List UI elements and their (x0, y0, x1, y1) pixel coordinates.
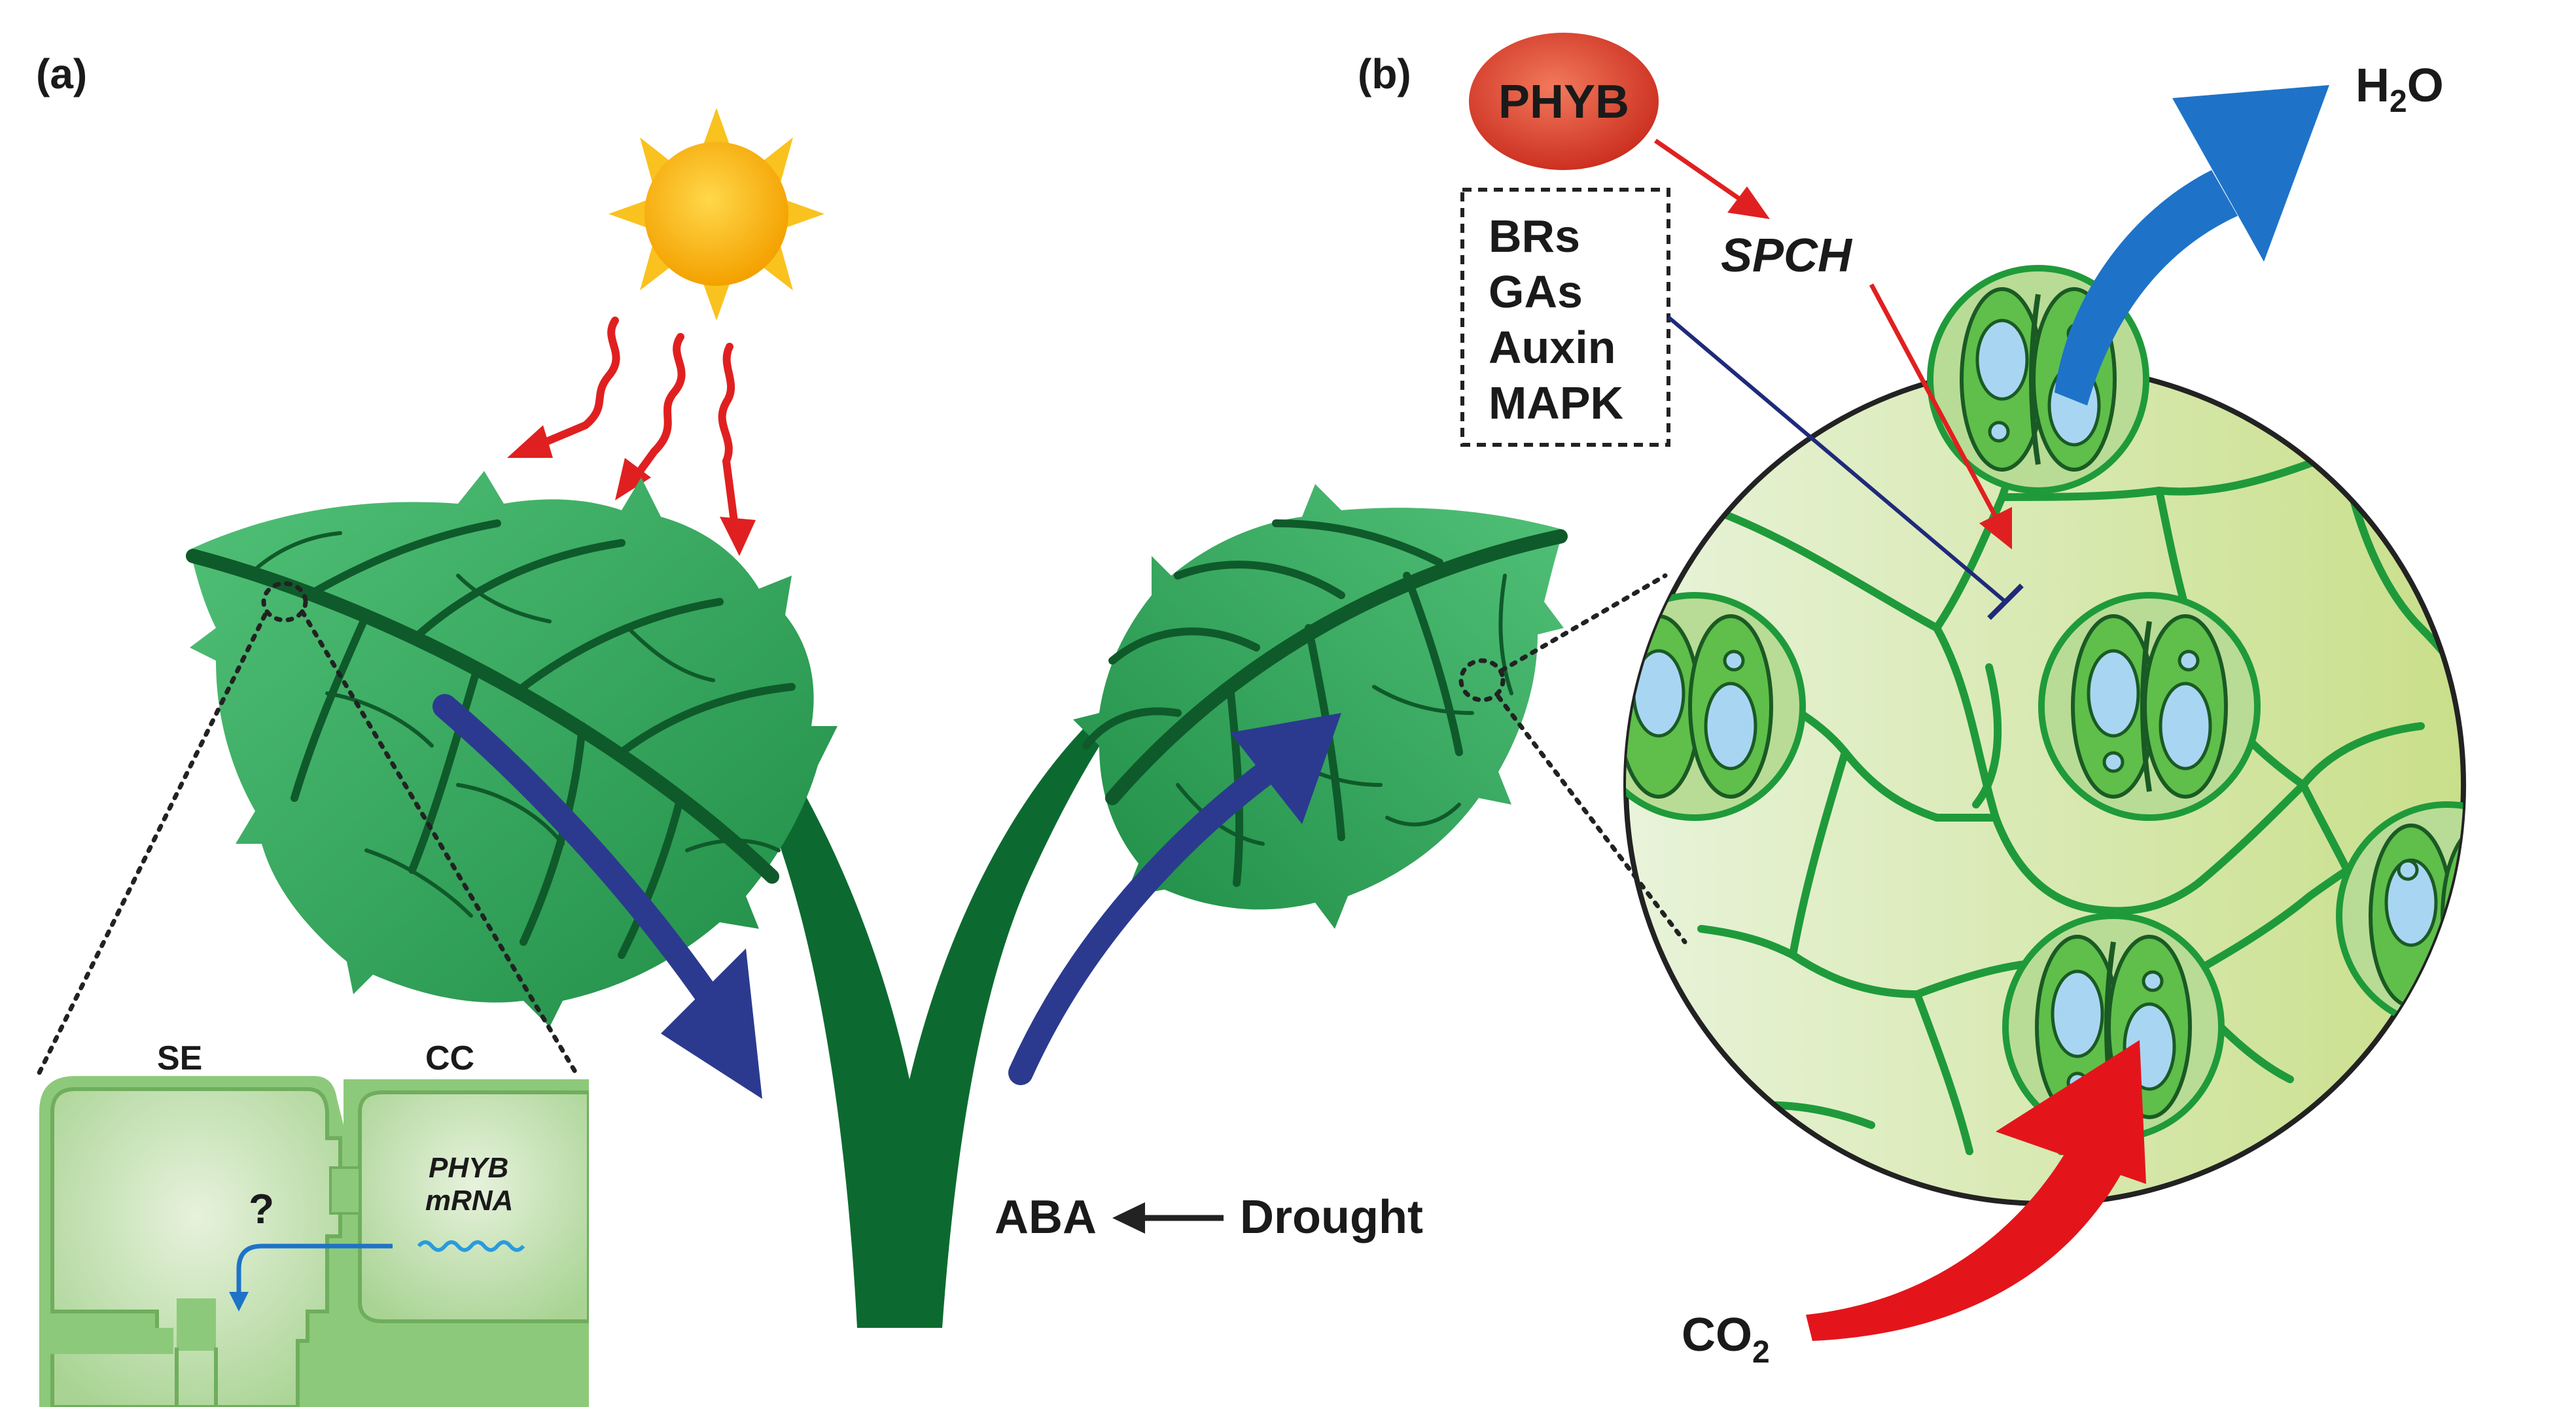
plant-stem (733, 674, 1152, 1328)
stoma-left-edge (1626, 592, 1806, 821)
light-ray-1 (520, 317, 620, 455)
phyb-node: PHYB (1469, 33, 1659, 170)
panel-b-label: (b) (1358, 50, 1411, 97)
spch-label: SPCH (1721, 230, 1853, 282)
zoom-guide-lines-b (1458, 573, 1687, 945)
drought-label: Drought (1240, 1191, 1423, 1243)
phloem-inset-labels: SE CC ? PHYB mRNA (157, 1039, 525, 1311)
co2-label: CO2 (1682, 1309, 1770, 1370)
light-ray-heads (507, 425, 756, 556)
h2o-efflux-arrow (2055, 85, 2329, 406)
light-ray-arrows (520, 317, 740, 540)
phyb-node-label: PHYB (1498, 76, 1629, 128)
zoom-guide-lines-a (37, 581, 578, 1075)
stoma-right-edge (2336, 801, 2463, 1030)
phyb-to-spch-arrow (1654, 139, 1770, 219)
aba-label: ABA (995, 1191, 1097, 1243)
regulators-inhibition-line (1667, 315, 2024, 620)
h2o-label: H2O (2355, 60, 2444, 119)
mrna-squiggle-icon (417, 1240, 525, 1252)
regulator-item: GAs (1489, 266, 1583, 317)
se-label: SE (157, 1039, 202, 1077)
sieve-element-cell (50, 1087, 342, 1407)
left-leaf (186, 471, 838, 1027)
phloem-cell-inset (39, 1076, 589, 1407)
question-mark: ? (249, 1185, 274, 1232)
regulator-item: Auxin (1489, 322, 1615, 373)
transport-arrow-up (1008, 713, 1341, 1085)
phloem-transport-arrow-down (432, 694, 762, 1099)
sun-icon (609, 108, 824, 321)
co2-influx-arrow (1806, 1040, 2146, 1341)
cc-label: CC (425, 1039, 474, 1077)
mrna-transport-arrow (236, 1243, 393, 1298)
regulators-box (1460, 188, 1670, 447)
panel-a-label: (a) (36, 50, 87, 97)
right-leaf (1073, 484, 1568, 929)
drought-to-aba-arrow (1112, 1202, 1224, 1234)
light-ray-3 (718, 343, 740, 540)
stoma-center (2038, 592, 2261, 821)
phyb-mrna-label-line2: mRNA (425, 1185, 513, 1217)
epidermis-magnified-view (1623, 265, 2466, 1206)
companion-cell (358, 1090, 589, 1323)
light-ray-2 (624, 333, 686, 491)
regulator-item: BRs (1489, 211, 1580, 262)
phyb-mrna-label-line1: PHYB (429, 1152, 508, 1184)
spch-to-stoma-arrow (1869, 283, 2012, 549)
cell-wall (1710, 506, 1941, 632)
regulator-item: MAPK (1489, 377, 1623, 428)
regulator-list: BRs GAs Auxin MAPK (1489, 211, 1623, 428)
